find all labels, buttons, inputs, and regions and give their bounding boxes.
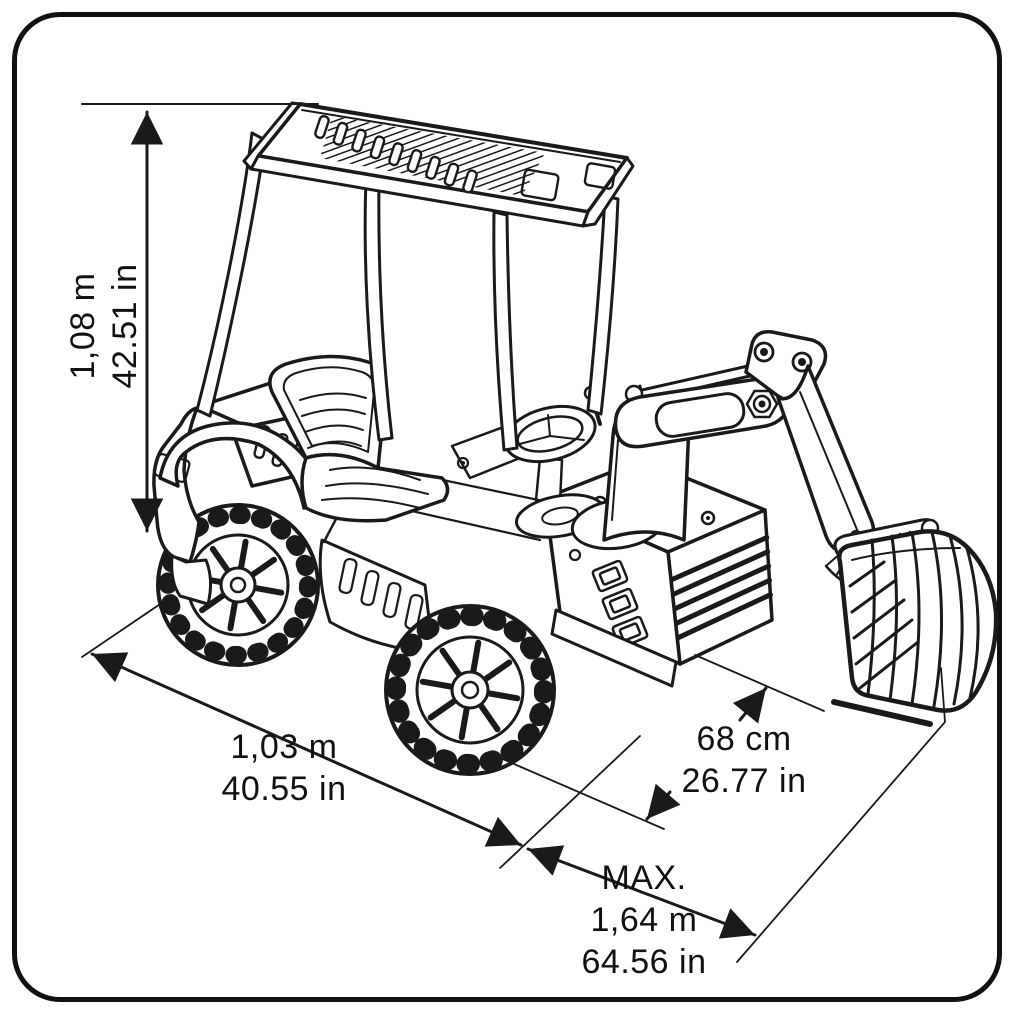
height-imperial: 42.51 in — [106, 263, 144, 389]
front-fender — [158, 421, 324, 510]
roof-hatch-panel — [320, 116, 545, 196]
length-imperial: 40.55 in — [221, 770, 347, 808]
length-dimension-label: 1,03 m 40.55 in — [174, 726, 394, 810]
max-extension-bucket — [736, 667, 946, 963]
bucket-foot — [831, 699, 933, 727]
width-arrow-lower — [645, 783, 681, 821]
max-dimension-arrow — [526, 845, 757, 939]
rear-vent-column — [591, 559, 649, 649]
width-arrow-upper — [732, 686, 768, 724]
boom-arm — [776, 364, 876, 554]
width-dimension-label: 68 cm 26.77 in — [634, 718, 854, 802]
height-dimension-label: 1,08 m 42.51 in — [62, 196, 146, 456]
canopy-posts — [195, 131, 620, 452]
roof-vent-slots — [314, 114, 478, 194]
steering-wheel — [503, 385, 605, 539]
length-extension-front — [81, 595, 173, 658]
mud-flap — [170, 554, 213, 606]
width-metric: 68 cm — [696, 720, 792, 758]
width-extension-lower — [497, 756, 665, 830]
width-extension-upper — [694, 654, 825, 712]
length-dimension-arrow — [90, 652, 523, 847]
length-metric: 1,03 m — [230, 728, 338, 766]
max-imperial: 64.56 in — [581, 943, 707, 981]
vehicle-drawing — [152, 101, 999, 776]
bucket-stripes — [848, 560, 920, 690]
seat — [268, 354, 547, 523]
front-wheel — [156, 503, 320, 667]
max-caption: MAX. — [601, 859, 687, 897]
rear-grille-louvers — [668, 535, 773, 641]
max-metric: 1,64 m — [590, 901, 698, 939]
rear-step — [550, 608, 678, 688]
rounded-border — [12, 12, 1002, 1002]
dimension-lines — [81, 103, 946, 963]
width-imperial: 26.77 in — [681, 762, 807, 800]
rear-wheel — [384, 604, 556, 776]
length-extension-rear — [499, 735, 641, 869]
bucket-ribs — [866, 530, 980, 708]
height-metric: 1,08 m — [64, 272, 102, 380]
max-dimension-label: MAX. 1,64 m 64.56 in — [534, 857, 754, 983]
canopy-roof — [242, 101, 635, 228]
backhoe-arm — [570, 330, 999, 727]
